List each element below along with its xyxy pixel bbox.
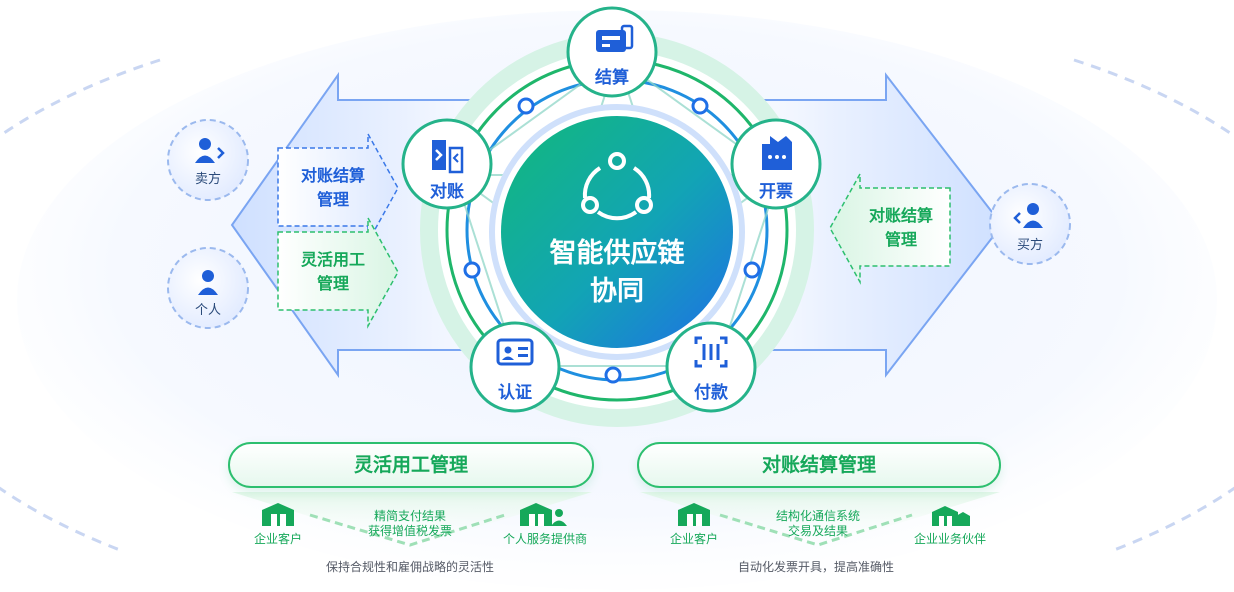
ring-node-settlement-label: 结算 (595, 68, 629, 88)
bottom-right-footer: 自动化发票开具，提高准确性 (737, 560, 894, 574)
partner-enterprise-icon (932, 506, 970, 526)
left-arrow-item-0-line1: 对账结算 (300, 166, 365, 185)
right-arrow-item-0-shape (829, 171, 951, 285)
center-title-line2: 协同 (590, 276, 644, 307)
bottom-right-left-party: 企业客户 (669, 532, 718, 546)
bottom-right-title-pill: 对账结算管理 (637, 442, 1001, 488)
bottom-left-right-party: 个人服务提供商 (502, 532, 587, 546)
reconcile-icon (432, 140, 464, 174)
bottom-right-middle-line2: 交易及结果 (787, 524, 848, 538)
person-arrow-icon (1013, 203, 1043, 228)
enterprise-person-icon (520, 503, 567, 526)
person-icon (198, 270, 218, 295)
center-disc (501, 116, 733, 348)
bottom-left-footer: 保持合规性和雇佣战略的灵活性 (325, 560, 494, 574)
left-arrow-item-0-shape (277, 131, 399, 245)
ring-dots (463, 97, 761, 384)
ring-node-payment-label: 付款 (694, 383, 728, 403)
scan-pay-icon (694, 336, 728, 368)
party-individual (167, 247, 249, 329)
left-arrow-item-0-line2: 管理 (316, 190, 349, 209)
center-title-line1: 智能供应链 (549, 238, 685, 269)
ring-node-verification[interactable] (469, 321, 561, 413)
party-seller (167, 119, 249, 201)
party-buyer (989, 183, 1071, 265)
left-arrow-item-1-shape (277, 215, 399, 329)
right-arrow-item-0-line2: 管理 (884, 230, 917, 249)
ring-node-settlement[interactable] (566, 6, 658, 98)
right-arrow-item-0-line1: 对账结算 (868, 206, 933, 225)
ring-node-reconciliation[interactable] (401, 118, 493, 210)
right-dashed-arc (1073, 58, 1234, 552)
party-buyer-label: 买方 (1016, 238, 1043, 253)
id-card-icon (496, 338, 534, 366)
bottom-left-middle-line2: 获得增值税发票 (367, 524, 452, 538)
ring-node-verification-label: 认证 (498, 383, 532, 403)
enterprise-icon (262, 503, 294, 526)
bottom-left-dashed-link (309, 513, 506, 547)
bottom-left-middle-line1: 精简支付结果 (373, 509, 446, 523)
ring-node-invoicing[interactable] (730, 118, 822, 210)
party-individual-label: 个人 (194, 303, 221, 318)
party-seller-label: 卖方 (194, 172, 221, 187)
left-dashed-arc (0, 58, 161, 552)
person-arrow-icon (195, 138, 225, 163)
bottom-left-wedge (232, 492, 592, 548)
bottom-left-left-party: 企业客户 (253, 532, 302, 546)
ring-node-reconciliation-label: 对账 (430, 182, 464, 202)
left-arrow-item-1-line2: 管理 (316, 274, 349, 293)
bottom-right-middle-line1: 结构化通信系统 (775, 509, 860, 523)
left-arrow-item-1-line1: 灵活用工 (300, 250, 365, 269)
enterprise-icon (678, 503, 710, 526)
bottom-left-title-pill: 灵活用工管理 (228, 442, 594, 488)
ring-node-invoicing-label: 开票 (759, 182, 793, 202)
card-stack-icon (596, 24, 634, 52)
invoice-building-icon (762, 136, 792, 170)
bottom-right-wedge (640, 492, 1000, 548)
ring-node-payment[interactable] (665, 321, 757, 413)
center-network-icon (581, 152, 653, 221)
bottom-right-right-party: 企业业务伙伴 (913, 532, 986, 546)
